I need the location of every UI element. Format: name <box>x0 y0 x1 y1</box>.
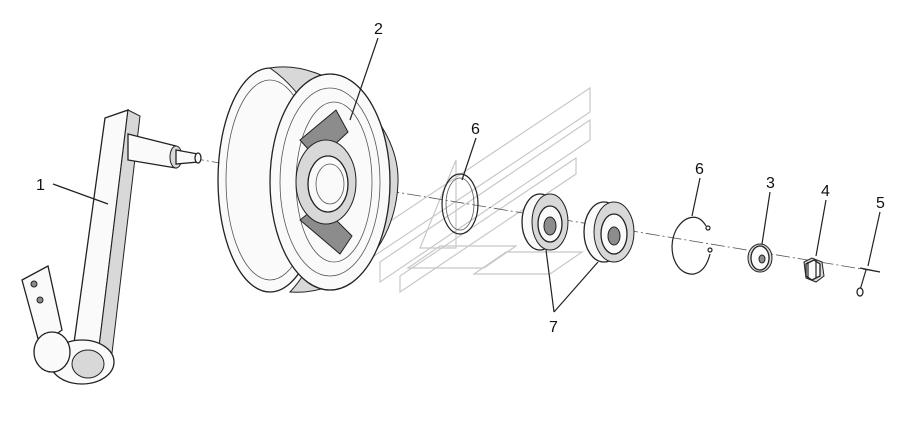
callout-2: 2 <box>374 21 383 38</box>
callout-6-left: 6 <box>471 121 480 138</box>
callout-7: 7 <box>549 319 558 336</box>
callout-4: 4 <box>821 183 830 200</box>
castle-nut-part <box>803 257 825 283</box>
pulley-wheel-part <box>217 66 399 293</box>
bearing-left-part <box>521 193 569 251</box>
callout-5: 5 <box>876 195 885 212</box>
callout-6-right: 6 <box>695 161 704 178</box>
leader-lines <box>52 37 881 313</box>
washer-part <box>747 243 773 273</box>
snap-ring-right-part <box>671 216 713 275</box>
bearing-right-part <box>583 201 635 263</box>
callout-1: 1 <box>36 177 45 194</box>
callout-3: 3 <box>766 175 775 192</box>
lever-arm-part <box>21 109 202 385</box>
cotter-pin-part <box>856 267 881 297</box>
retaining-ring-left-part <box>441 173 479 235</box>
